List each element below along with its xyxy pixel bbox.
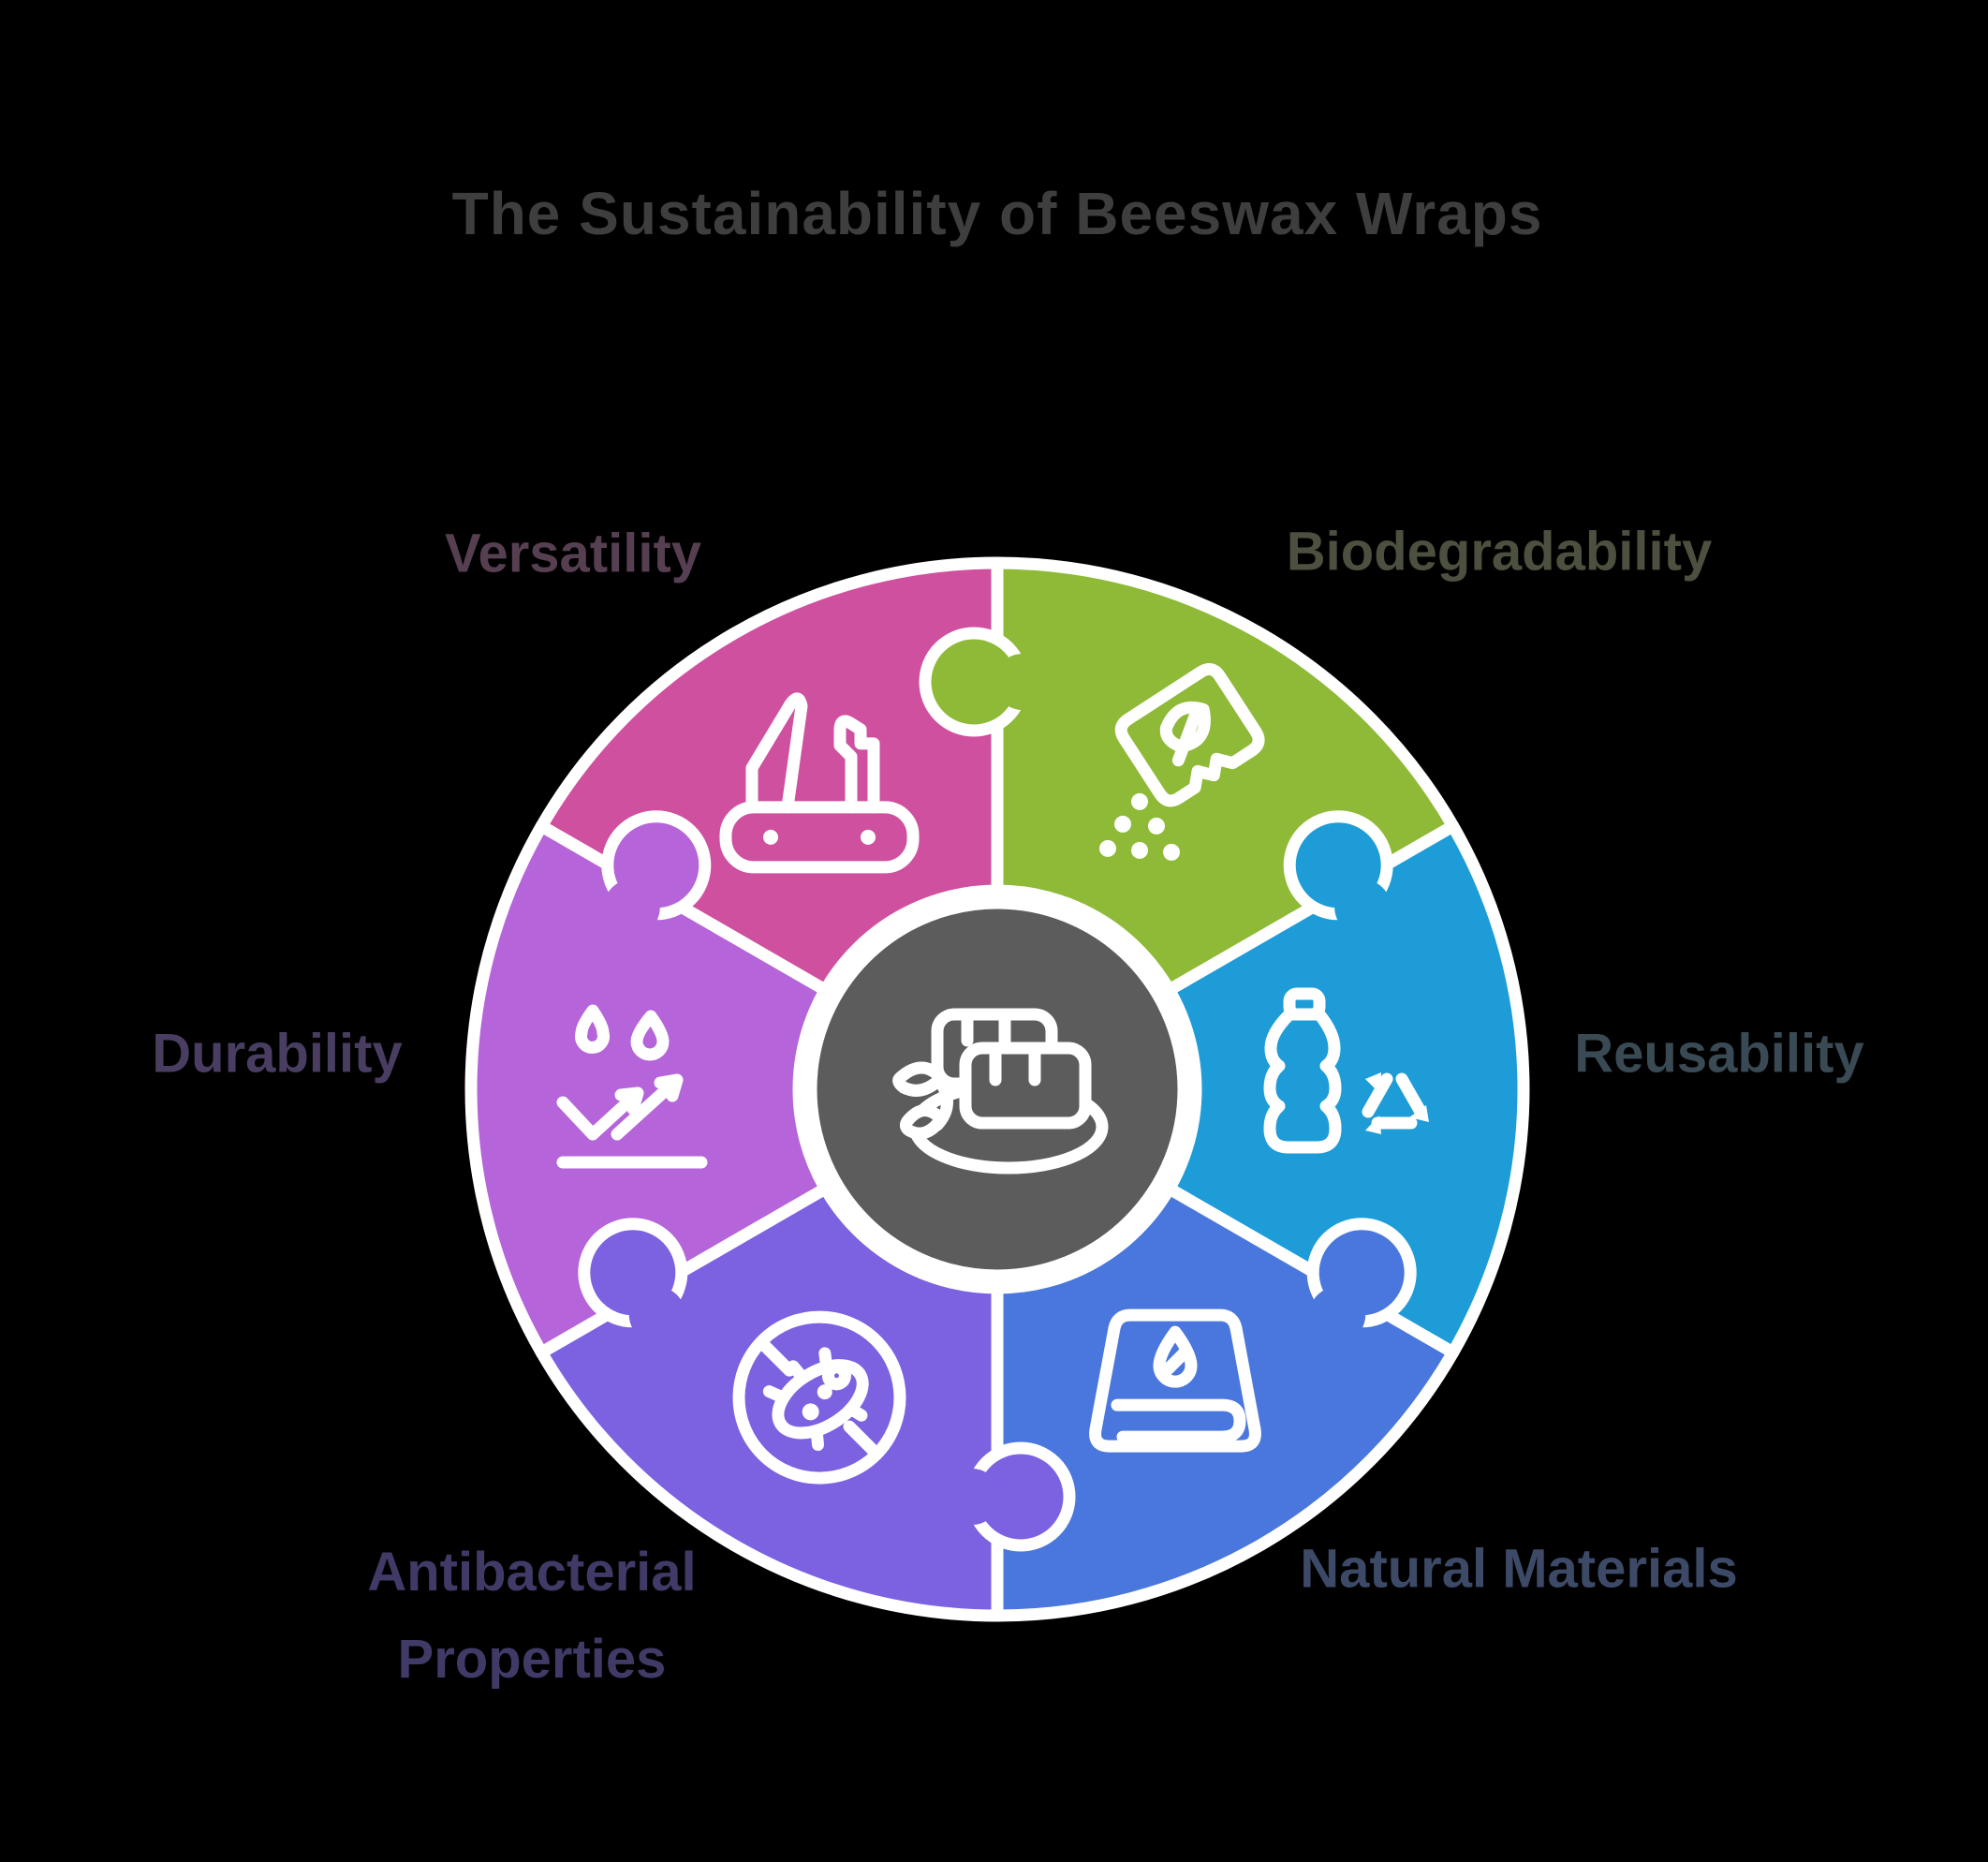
label-biodegradability: Biodegradability — [1286, 521, 1713, 583]
puzzle-tab-neck — [1309, 1286, 1366, 1343]
puzzle-tab-neck — [1334, 879, 1392, 936]
label-reusability: Reusability — [1574, 1023, 1864, 1085]
segment-reusability — [1163, 820, 1530, 1359]
water-repel-icon — [556, 1004, 708, 1169]
label-durability: Durability — [152, 1023, 403, 1085]
infographic-title: The Sustainability of Beeswax Wraps — [451, 180, 1543, 247]
swiss-knife-icon — [719, 692, 920, 874]
segment-durability — [464, 820, 832, 1359]
label-versatility: Versatility — [444, 523, 702, 584]
puzzle-tab-neck — [628, 1286, 685, 1343]
label-antibacterial-properties: Antibacterial Properties — [367, 1542, 697, 1690]
seed-packet-icon — [1099, 663, 1265, 861]
fabric-drop-icon — [1089, 1308, 1261, 1453]
puzzle-tab-neck — [994, 654, 1051, 710]
puzzle-tab-neck — [944, 1469, 1000, 1525]
bottle-recycle-icon — [1263, 987, 1429, 1154]
beeswax-wrap-icon — [892, 1008, 1109, 1175]
puzzle-tab-neck — [603, 879, 660, 936]
label-natural-materials: Natural Materials — [1300, 1538, 1738, 1600]
no-bacteria-icon — [732, 1310, 906, 1485]
